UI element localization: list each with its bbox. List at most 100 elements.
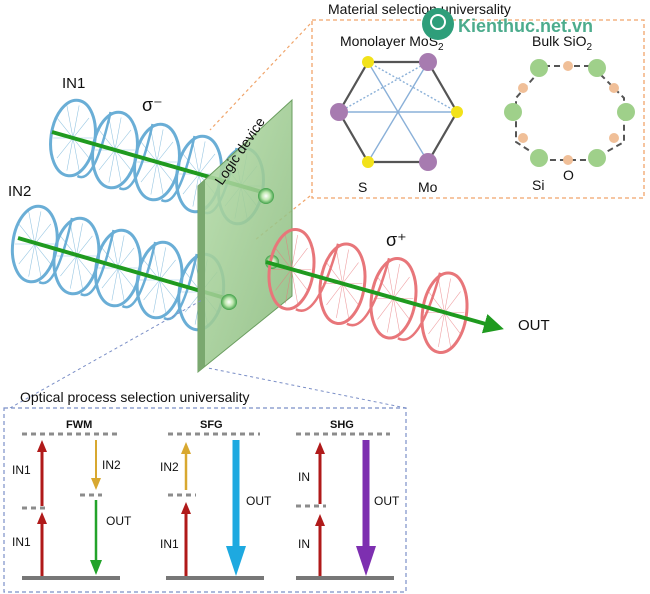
helix-spoke: [114, 149, 122, 183]
helix-spoke: [150, 129, 158, 163]
molybdenum-atom: [419, 153, 437, 171]
helix-turn: [369, 257, 418, 340]
helix-spoke: [69, 255, 77, 289]
helix-spoke: [393, 298, 400, 333]
optical-process-panel: Optical process selection universality F…: [3, 299, 407, 593]
label-out: OUT: [518, 317, 550, 334]
helix-spoke: [66, 105, 74, 139]
sfg-diagram: SFG IN2 IN1 OUT: [160, 419, 272, 580]
helix-spoke: [444, 291, 461, 313]
helix-spoke: [153, 279, 160, 313]
helix-connector: [295, 243, 340, 312]
helix-spoke: [76, 223, 83, 257]
sfg-label-in1: IN1: [160, 537, 179, 551]
helix-spoke: [156, 141, 174, 163]
helix-spoke: [156, 161, 164, 195]
helix-spoke: [114, 149, 132, 171]
helix-connector: [397, 272, 442, 341]
helix-spoke: [336, 283, 343, 319]
helix-spoke: [156, 161, 174, 183]
helix-spoke: [342, 283, 359, 306]
helix-spoke: [198, 153, 216, 175]
out-helix: [267, 228, 469, 354]
helix-spoke: [192, 141, 200, 175]
helix-spoke: [182, 153, 200, 175]
helix-spoke: [182, 173, 200, 195]
shg-label-out: OUT: [374, 494, 400, 508]
helix-spoke: [291, 269, 298, 304]
sio2-title: Bulk SiO2: [532, 33, 592, 53]
helix-spoke: [393, 276, 410, 299]
helix-spoke: [192, 173, 200, 207]
helix-spoke: [285, 234, 292, 270]
helix-spoke: [18, 243, 36, 265]
helix-spoke: [291, 269, 308, 291]
sulfur-atom: [362, 56, 374, 68]
label-o: O: [563, 167, 574, 183]
watermark-text: Kienthuc.net.vn: [458, 16, 593, 36]
fwm-label-in1-upper: IN1: [12, 463, 31, 477]
helix-spoke: [56, 137, 74, 159]
helix-spoke: [428, 312, 445, 335]
helix-spoke: [444, 278, 451, 313]
in1-focus-spot: [258, 188, 274, 204]
helix-spoke: [114, 129, 132, 151]
helix-spoke: [76, 255, 93, 277]
ground-state: [166, 576, 264, 580]
helix-spoke: [342, 249, 349, 284]
helix-spoke: [111, 235, 119, 269]
helix-turn: [420, 271, 469, 354]
shg-label-in-lower: IN: [298, 537, 310, 551]
helix-spoke: [108, 149, 116, 183]
helix-spoke: [143, 279, 160, 301]
helix-turn: [318, 242, 367, 325]
helix-spoke: [275, 269, 292, 291]
helix-spoke: [159, 247, 167, 281]
helix-spoke: [159, 259, 176, 281]
helix-spoke: [393, 298, 410, 320]
helix-spoke: [387, 263, 394, 299]
sulfur-atom: [451, 106, 463, 118]
sfg-label-out: OUT: [246, 494, 272, 508]
in2-beam: [17, 236, 226, 300]
helix-spoke: [117, 235, 125, 269]
fwm-label-out: OUT: [106, 514, 132, 528]
helix-spoke: [56, 117, 74, 139]
leader-line: [9, 299, 203, 409]
label-sigma-minus: σ⁻: [142, 95, 163, 115]
helix-spoke: [72, 105, 80, 139]
helix-spoke: [108, 117, 116, 151]
mos2-title: Monolayer MoS2: [340, 33, 444, 53]
helix-spoke: [117, 267, 125, 301]
helix-spoke: [342, 262, 359, 284]
output-beam-group: σ⁺ OUT: [265, 228, 550, 354]
fwm-label-in2: IN2: [102, 458, 121, 472]
mos2-bonds: [338, 61, 458, 163]
helix-connector: [346, 257, 391, 327]
sfg-label-in2: IN2: [160, 460, 179, 474]
helix-spoke: [326, 283, 343, 306]
material-selection-panel: Material selection universality Monolaye…: [209, 1, 645, 241]
sfg-title: SFG: [200, 419, 223, 431]
helix-spoke: [28, 211, 36, 245]
helix-spoke: [60, 255, 77, 277]
helix-spoke: [387, 298, 394, 333]
fwm-label-in1-lower: IN1: [12, 535, 31, 549]
fwm-title: FWM: [66, 419, 92, 431]
helix-spoke: [428, 291, 445, 313]
ground-state: [22, 576, 120, 580]
plate-edge: [198, 180, 205, 372]
shg-label-in-upper: IN: [298, 470, 310, 484]
helix-spoke: [444, 312, 461, 335]
process-panel-title: Optical process selection universality: [20, 389, 250, 405]
helix-spoke: [34, 211, 42, 245]
helix-spoke: [117, 267, 135, 289]
watermark: Kienthuc.net.vn: [422, 8, 593, 40]
label-in2: IN2: [8, 183, 31, 200]
helix-spoke: [34, 223, 52, 245]
process-panel-border: [3, 407, 407, 593]
helix-spoke: [153, 247, 160, 281]
helix-turn: [267, 228, 316, 311]
watermark-logo-icon: [422, 8, 454, 40]
